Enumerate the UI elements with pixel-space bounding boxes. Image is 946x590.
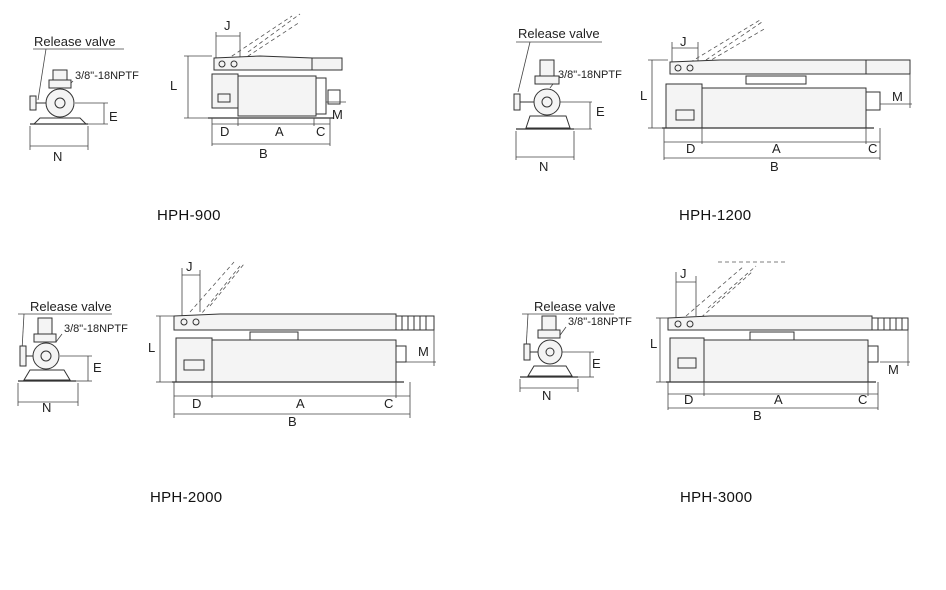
dim-j: J: [224, 18, 231, 33]
dim-b: B: [770, 159, 779, 174]
dim-m: M: [418, 344, 429, 359]
model-label-hph-3000: HPH-3000: [680, 489, 753, 506]
model-label-hph-1200: HPH-1200: [679, 207, 752, 224]
dim-e: E: [592, 356, 601, 371]
dim-d: D: [686, 141, 695, 156]
dim-b: B: [259, 146, 268, 161]
model-label-hph-2000: HPH-2000: [150, 489, 223, 506]
side-view-hph-3000: J L: [650, 261, 910, 423]
front-view-hph-1200: Release valve 3/8"-18NPTF E N: [513, 26, 622, 174]
dim-d: D: [220, 124, 229, 139]
dim-l: L: [170, 78, 177, 93]
diagram-hph-900: Release valve 3/8"-18NPTF E N: [29, 13, 346, 164]
dim-c: C: [384, 396, 393, 411]
diagram-hph-1200: Release valve 3/8"-18NPTF E N J: [513, 19, 912, 174]
release-valve-label: Release valve: [518, 26, 600, 41]
dim-j: J: [680, 266, 687, 281]
front-view-hph-3000: Release valve 3/8"-18NPTF E N: [519, 299, 632, 403]
dim-m: M: [892, 89, 903, 104]
dim-l: L: [640, 88, 647, 103]
dim-n: N: [542, 388, 551, 403]
dim-n: N: [539, 159, 548, 174]
dim-b: B: [288, 414, 297, 429]
dim-a: A: [296, 396, 305, 411]
dim-m: M: [332, 107, 343, 122]
dim-a: A: [275, 124, 284, 139]
front-view-hph-2000: Release valve 3/8"-18NPTF E N: [17, 299, 128, 415]
dim-e: E: [93, 360, 102, 375]
side-view-hph-900: J L M: [170, 13, 346, 161]
release-valve-label: Release valve: [534, 299, 616, 314]
dim-j: J: [186, 259, 193, 274]
dim-j: J: [680, 34, 687, 49]
side-view-hph-2000: J L M: [148, 259, 436, 429]
dim-m: M: [888, 362, 899, 377]
port-label: 3/8"-18NPTF: [64, 323, 128, 335]
dim-e: E: [109, 109, 118, 124]
diagram-hph-2000: Release valve 3/8"-18NPTF E N J: [17, 259, 436, 429]
dim-b: B: [753, 408, 762, 423]
dim-d: D: [684, 392, 693, 407]
diagram-hph-3000: Release valve 3/8"-18NPTF E N J: [519, 261, 910, 423]
port-label: 3/8"-18NPTF: [558, 69, 622, 81]
dim-c: C: [316, 124, 325, 139]
dim-a: A: [774, 392, 783, 407]
side-view-hph-1200: J L M: [640, 19, 912, 174]
dim-c: C: [858, 392, 867, 407]
dim-c: C: [868, 141, 877, 156]
port-label: 3/8"-18NPTF: [568, 316, 632, 328]
front-view-hph-900: Release valve 3/8"-18NPTF E N: [29, 34, 139, 164]
dim-n: N: [42, 400, 51, 415]
dim-l: L: [650, 336, 657, 351]
port-label: 3/8"-18NPTF: [75, 70, 139, 82]
dim-a: A: [772, 141, 781, 156]
release-valve-label: Release valve: [34, 34, 116, 49]
dim-e: E: [596, 104, 605, 119]
model-label-hph-900: HPH-900: [157, 207, 221, 224]
dim-n: N: [53, 149, 62, 164]
dim-l: L: [148, 340, 155, 355]
release-valve-label: Release valve: [30, 299, 112, 314]
dim-d: D: [192, 396, 201, 411]
